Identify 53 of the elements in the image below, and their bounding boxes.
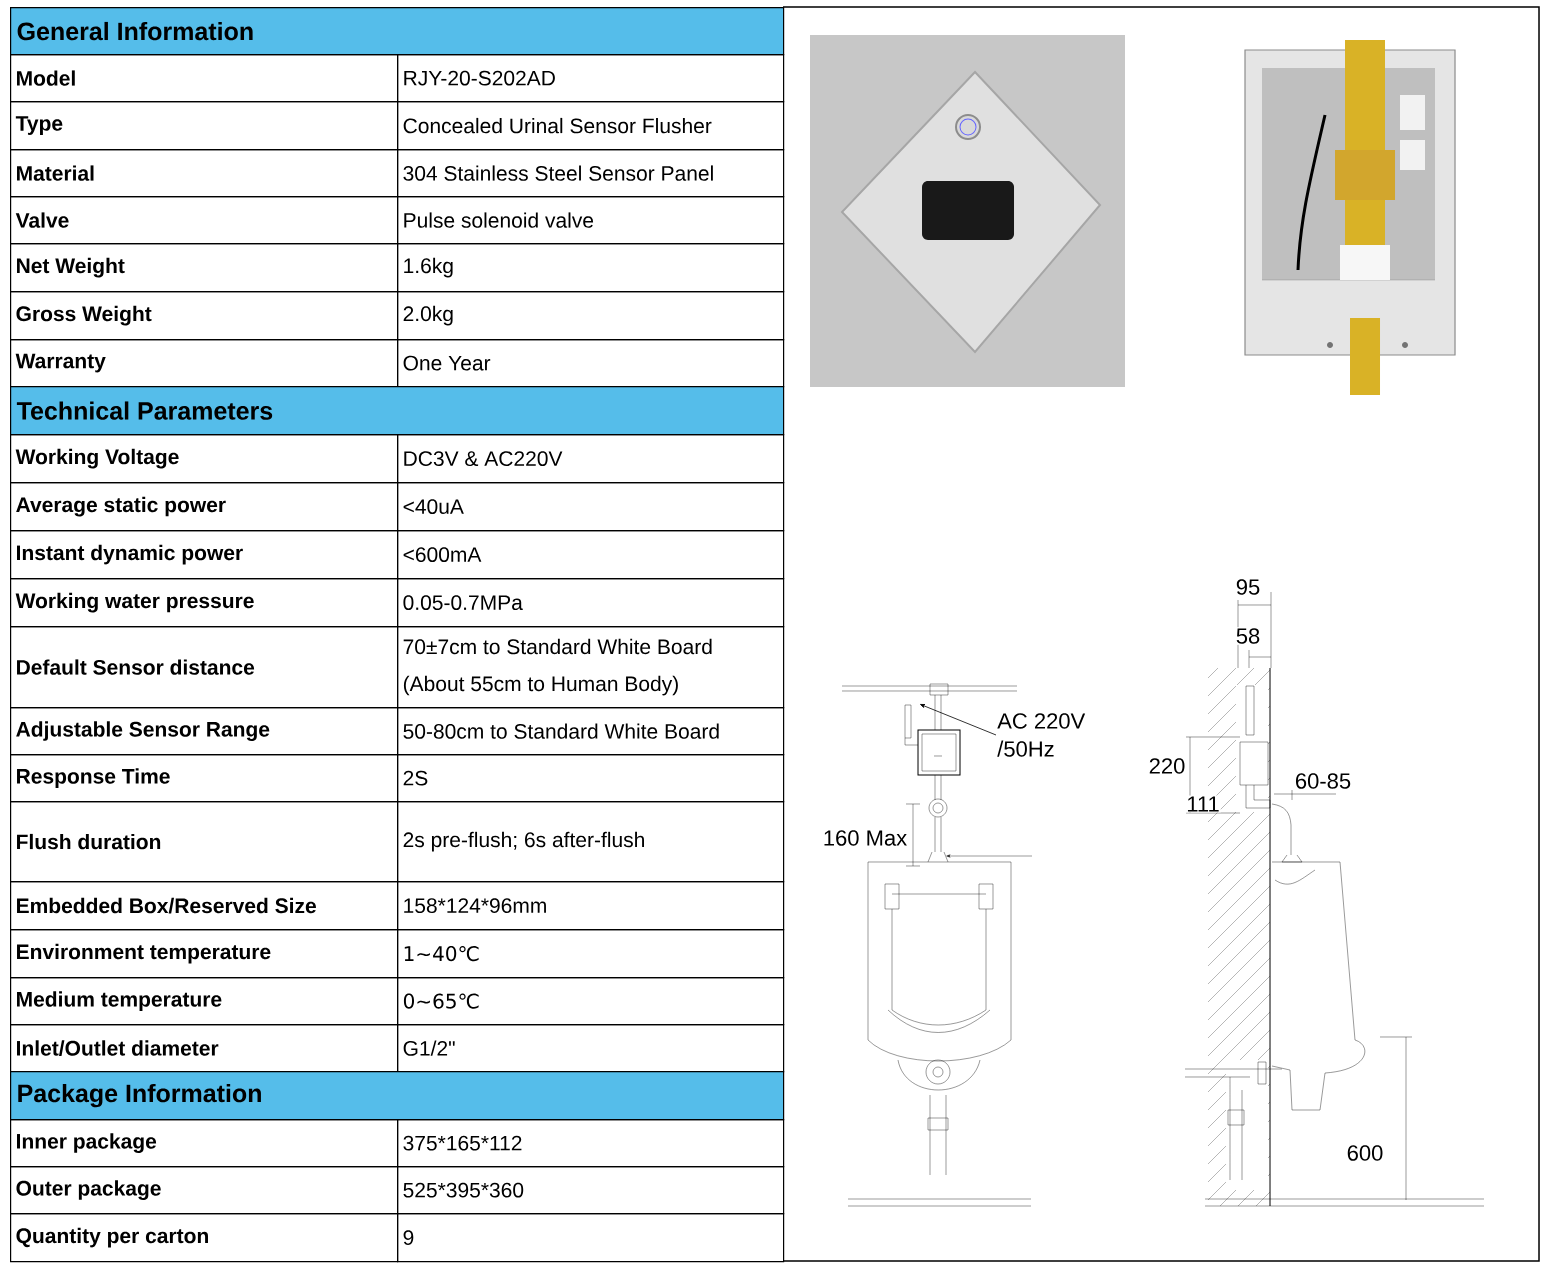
table-cell: Environment temperature: [10, 929, 399, 979]
section-header: General Information: [10, 7, 785, 56]
table-cell: 2.0kg: [397, 291, 785, 341]
table-cell: 0~65℃: [397, 977, 785, 1026]
table-cell: 9: [397, 1213, 785, 1263]
table-cell: 375*165*112: [397, 1119, 785, 1168]
table-cell: Inner package: [10, 1119, 399, 1168]
table-cell: Quantity per carton: [10, 1213, 399, 1263]
table-cell: Adjustable Sensor Range: [10, 707, 399, 756]
table-cell: Outer package: [10, 1166, 399, 1215]
table-cell: 1.6kg: [397, 243, 785, 293]
table-cell: 158*124*96mm: [397, 881, 785, 931]
table-cell: Response Time: [10, 754, 399, 803]
table-cell: Valve: [10, 196, 399, 245]
dimension-label: 58: [1234, 627, 1262, 645]
table-cell: 70±7cm to Standard White Board (About 55cm to Human Body): [397, 626, 785, 709]
table-cell: <600mA: [397, 530, 785, 580]
table-cell: Model: [10, 54, 399, 103]
table-cell: RJY-20-S202AD: [397, 54, 785, 103]
table-cell: Net Weight: [10, 243, 399, 293]
table-cell: <40uA: [397, 482, 785, 532]
voltage-label: AC 220V /50Hz: [997, 713, 1086, 757]
table-cell: Pulse solenoid valve: [397, 196, 785, 245]
table-cell: 2s pre-flush; 6s after-flush: [397, 801, 785, 883]
dimension-label: 220: [1147, 757, 1187, 775]
table-cell: 0.05-0.7MPa: [397, 578, 785, 628]
table-cell: Average static power: [10, 482, 399, 532]
table-cell: 304 Stainless Steel Sensor Panel: [397, 149, 785, 198]
table-cell: Working Voltage: [10, 434, 399, 484]
table-cell: Gross Weight: [10, 291, 399, 341]
table-cell: 525*395*360: [397, 1166, 785, 1215]
table-cell: 50-80cm to Standard White Board: [397, 707, 785, 756]
table-cell: Type: [10, 101, 399, 151]
table-cell: Default Sensor distance: [10, 626, 399, 709]
section-header: Technical Parameters: [10, 386, 785, 436]
table-cell: Medium temperature: [10, 977, 399, 1026]
dimension-label: 60-85: [1293, 772, 1353, 790]
table-cell: Instant dynamic power: [10, 530, 399, 580]
table-cell: 2S: [397, 754, 785, 803]
table-cell: Concealed Urinal Sensor Flusher: [397, 101, 785, 151]
table-cell: Working water pressure: [10, 578, 399, 628]
table-cell: DC3V & AC220V: [397, 434, 785, 484]
table-cell: Material: [10, 149, 399, 198]
table-cell: 1~40℃: [397, 929, 785, 979]
leader-line: [920, 704, 997, 736]
dimension-label: 111: [1185, 795, 1221, 813]
table-cell: Embedded Box/Reserved Size: [10, 881, 399, 931]
dimension-label: 160 Max: [821, 829, 909, 847]
power-cord-drawing: [904, 704, 919, 746]
dimension-label: 600: [1345, 1144, 1385, 1162]
section-header: Package Information: [10, 1071, 785, 1121]
table-cell: Flush duration: [10, 801, 399, 883]
dimension-label: 95: [1234, 578, 1262, 596]
